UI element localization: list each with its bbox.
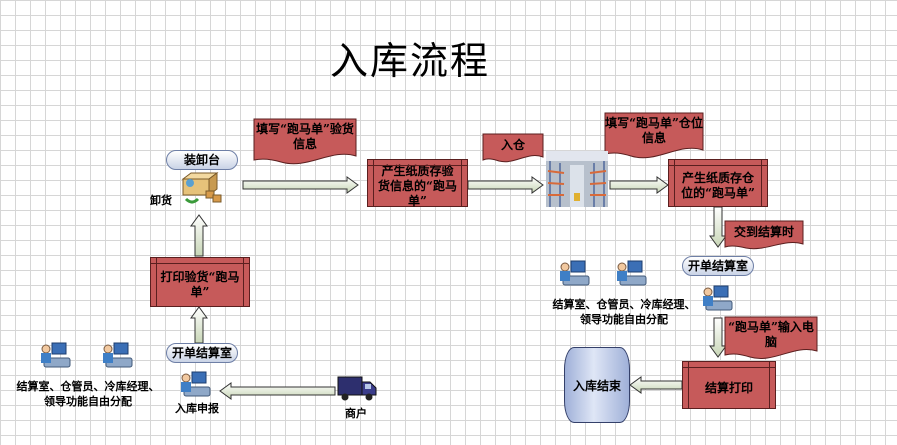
arrow-location-down [709,206,727,248]
arrow-paper-to-warehouse [467,176,544,194]
warehouse-photo [546,151,608,207]
arrow-dock-to-paper [242,176,359,194]
doc-fill-location-text: 填写“跑马单”仓位信息 [605,116,703,145]
arrow-print-to-end [629,376,683,394]
end-node: 入库结束 [564,347,630,423]
arrow-warehouse-to-location [609,176,669,194]
page-title: 入库流程 [330,39,491,83]
computer-user-icon [181,371,211,397]
box-paper-location-text: 产生纸质存仓位的“跑马单” [681,171,755,200]
box-paper-inspection-text: 产生纸质存验货信息的“跑马单” [378,163,457,208]
doc-fill-inspection-text: 填写“跑马单”验货信息 [256,122,354,151]
doc-fill-inspection: 填写“跑马单”验货信息 [253,118,357,166]
pill-clearing-room-right: 开单结算室 [682,256,754,276]
box-settle-print: 结算打印 [682,361,776,409]
loading-dock-icon [181,172,222,204]
doc-fill-location: 填写“跑马单”仓位信息 [604,112,704,160]
doc-input-computer: “跑马单”输入电脑 [724,316,818,360]
truck-icon [337,376,377,401]
computer-user-icon [560,260,590,286]
computer-user-icon [617,260,647,286]
doc-into-warehouse-text: 入仓 [500,138,525,152]
doc-input-computer-text: “跑马单”输入电脑 [728,320,814,349]
stock-report-label: 入库申报 [175,402,219,415]
doc-into-warehouse: 入仓 [482,133,544,165]
box-print-inspection-text: 打印验货“跑马单” [160,270,240,299]
arrow-report-up [190,306,208,344]
staff-note-left: 结算室、仓管员、冷库经理、领导功能自由分配 [16,380,160,408]
arrow-print-up [190,214,208,257]
computer-user-icon [41,342,71,368]
box-paper-inspection: 产生纸质存验货信息的“跑马单” [367,159,468,208]
merchant-label: 商户 [345,407,367,420]
pill-unload-platform: 装卸台 [166,150,238,170]
box-print-inspection: 打印验货“跑马单” [150,257,250,307]
arrow-merchant-to-report [219,382,336,400]
staff-note-right: 结算室、仓管员、冷库经理、领导功能自由分配 [552,298,696,326]
pill-clearing-room-left: 开单结算室 [166,343,238,363]
computer-user-icon [703,285,733,311]
unload-label: 卸货 [150,194,172,207]
arrow-station-down [709,317,727,358]
box-paper-location: 产生纸质存仓位的“跑马单” [668,159,768,207]
doc-handover-text: 交到结算时 [733,225,794,239]
box-settle-print-text: 结算打印 [704,380,753,395]
computer-user-icon [103,342,133,368]
doc-handover: 交到结算时 [724,220,804,252]
